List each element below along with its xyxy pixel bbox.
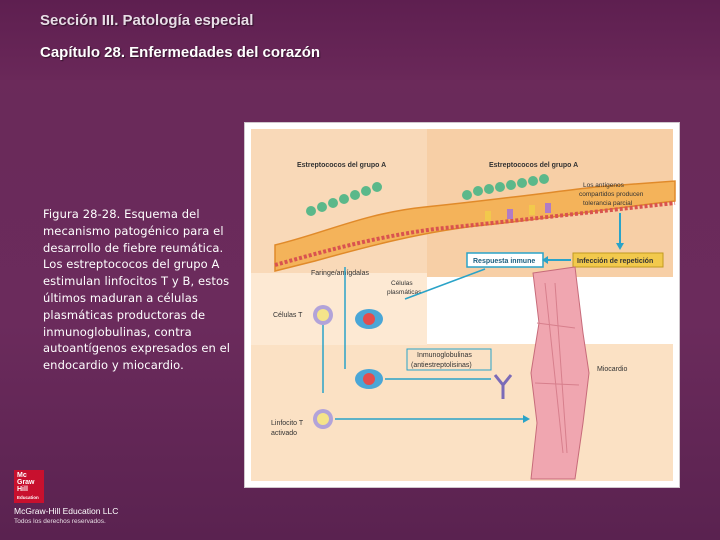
label-ig-2: (antiestreptolisinas): [411, 362, 472, 369]
label-immune-response: Respuesta inmune: [473, 258, 535, 265]
section-title: Sección III. Patología especial: [40, 12, 253, 29]
label-pharynx: Faringe/amígdalas: [311, 270, 369, 277]
plasma-cell-top: [355, 309, 383, 329]
label-strep-left: Estreptococos del grupo A: [297, 162, 386, 169]
chapter-title: Capítulo 28. Enfermedades del corazón: [40, 44, 320, 61]
publisher-name: McGraw-Hill Education LLC: [14, 506, 118, 516]
plasma-cell-bottom: [355, 369, 383, 389]
label-t-cells: Células T: [273, 312, 303, 319]
mcgraw-hill-logo: Mc Graw Hill Education: [14, 470, 44, 503]
label-tcell-1: Linfocito T: [271, 420, 304, 427]
pathogenesis-diagram: Estreptococos del grupo A Estreptococos …: [245, 123, 679, 487]
label-antigen-3: tolerancia parcial: [583, 200, 633, 207]
figure-panel: Estreptococos del grupo A Estreptococos …: [244, 122, 680, 488]
label-tcell-2: activado: [271, 430, 297, 437]
rights-notice: Todos los derechos reservados.: [14, 518, 106, 525]
figure-caption: Figura 28-28. Esquema del mecanismo pato…: [43, 206, 233, 374]
label-antigen-2: compartidos producen: [579, 191, 644, 198]
label-reinfection: Infección de repetición: [577, 258, 653, 265]
activated-t-cell: [313, 409, 333, 429]
label-antigen-1: Los antígenos: [583, 182, 625, 189]
t-cell: [313, 305, 333, 325]
label-strep-right: Estreptococos del grupo A: [489, 162, 578, 169]
label-plasma-1: Células: [391, 280, 413, 287]
label-myocardium: Miocardio: [597, 366, 627, 373]
label-ig-1: Inmunoglobulinas: [417, 352, 472, 359]
